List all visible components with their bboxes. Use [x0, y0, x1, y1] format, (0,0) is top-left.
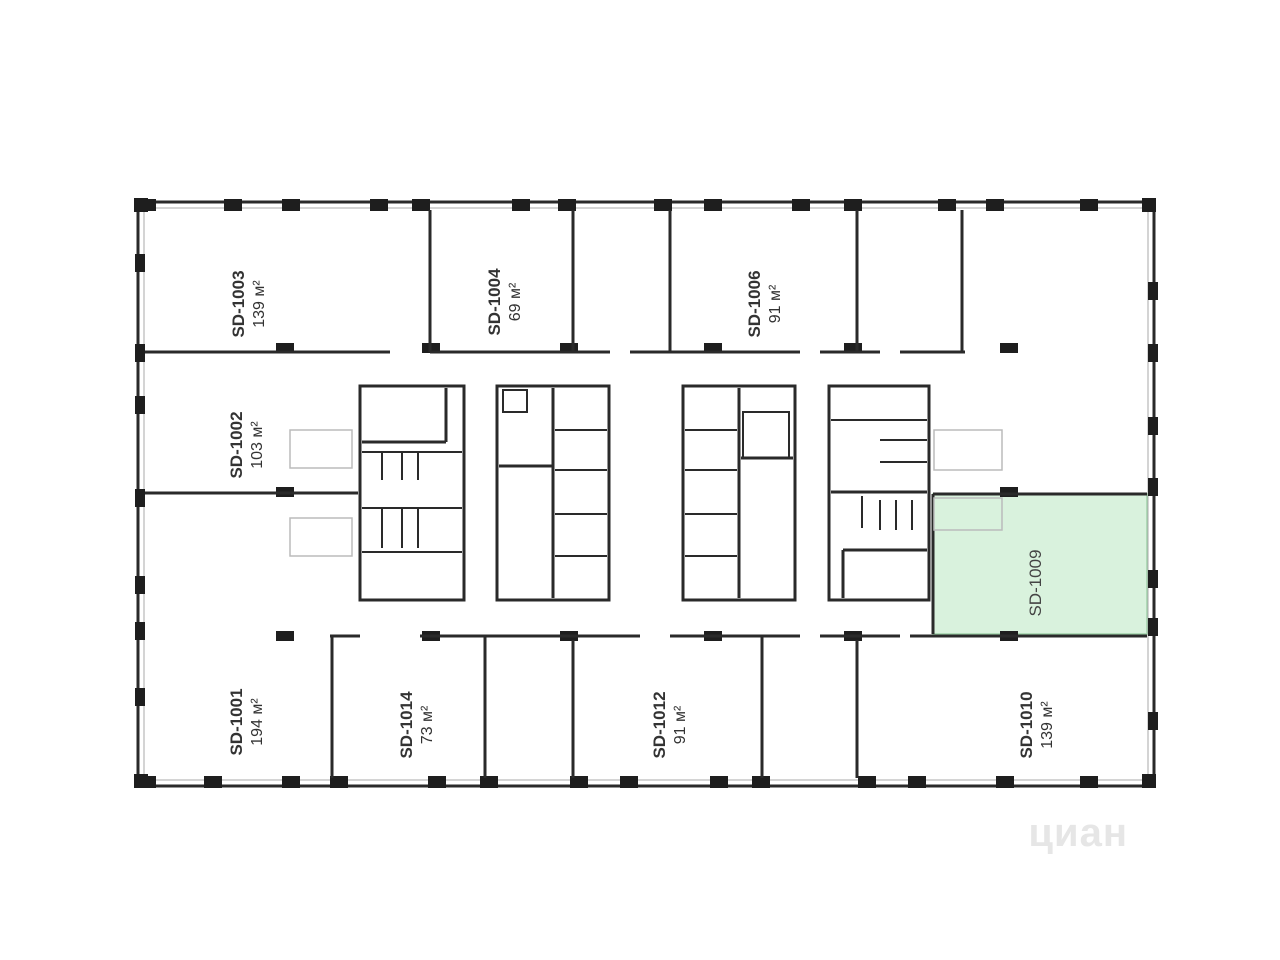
column — [276, 631, 294, 641]
unit-sd-1003[interactable]: SD-1003 139 м² — [229, 270, 268, 337]
column — [135, 688, 145, 706]
column — [844, 199, 862, 211]
column — [1148, 282, 1158, 300]
column — [996, 776, 1014, 788]
column — [558, 199, 576, 211]
column — [135, 396, 145, 414]
unit-sd-1009[interactable]: SD-1009 — [1026, 549, 1045, 616]
column — [134, 774, 148, 788]
column — [512, 199, 530, 211]
unit-code: SD-1006 — [745, 270, 764, 337]
column — [1148, 344, 1158, 362]
unit-code: SD-1003 — [229, 270, 248, 337]
unit-area: 103 м² — [249, 421, 266, 469]
column — [938, 199, 956, 211]
unit-sd-1002[interactable]: SD-1002 103 м² — [227, 411, 266, 478]
unit-code: SD-1002 — [227, 411, 246, 478]
column — [412, 199, 430, 211]
column — [370, 199, 388, 211]
column — [135, 489, 145, 507]
unit-sd-1014[interactable]: SD-1014 73 м² — [397, 691, 436, 759]
column — [710, 776, 728, 788]
unit-area: 91 м² — [767, 284, 784, 323]
column — [1148, 618, 1158, 636]
unit-sd-1004[interactable]: SD-1004 69 м² — [485, 268, 524, 336]
unit-area: 73 м² — [419, 705, 436, 744]
unit-area: 139 м² — [1039, 701, 1056, 749]
column — [844, 343, 862, 353]
column — [1148, 712, 1158, 730]
column — [134, 198, 148, 212]
unit-sd-1012[interactable]: SD-1012 91 м² — [650, 691, 689, 758]
column — [704, 343, 722, 353]
partition-walls — [145, 210, 1147, 778]
column — [752, 776, 770, 788]
column — [1148, 478, 1158, 496]
column — [1000, 487, 1018, 497]
unit-code: SD-1010 — [1017, 691, 1036, 758]
building-core — [358, 384, 931, 602]
column — [135, 344, 145, 362]
column — [276, 343, 294, 353]
unit-sd-1010[interactable]: SD-1010 139 м² — [1017, 691, 1056, 758]
watermark-logo: циан — [1028, 811, 1128, 855]
column — [1148, 417, 1158, 435]
unit-code: SD-1004 — [485, 268, 504, 336]
column — [135, 254, 145, 272]
column — [570, 776, 588, 788]
column — [1148, 570, 1158, 588]
column — [908, 776, 926, 788]
column — [1142, 774, 1156, 788]
column — [792, 199, 810, 211]
unit-area: 91 м² — [672, 705, 689, 744]
column — [654, 199, 672, 211]
column — [282, 776, 300, 788]
column — [1000, 343, 1018, 353]
column — [282, 199, 300, 211]
column — [560, 343, 578, 353]
column — [204, 776, 222, 788]
column — [1142, 198, 1156, 212]
unit-sd-1006[interactable]: SD-1006 91 м² — [745, 270, 784, 337]
unit-area: 194 м² — [249, 698, 266, 746]
unit-sd-1009-highlight[interactable] — [932, 493, 1148, 635]
fixtures — [289, 429, 1003, 557]
column — [330, 776, 348, 788]
column — [620, 776, 638, 788]
unit-code: SD-1014 — [397, 691, 416, 759]
unit-area: 139 м² — [251, 280, 268, 328]
column — [135, 622, 145, 640]
column — [480, 776, 498, 788]
column — [986, 199, 1004, 211]
unit-sd-1001[interactable]: SD-1001 194 м² — [227, 688, 266, 755]
unit-code: SD-1009 — [1026, 549, 1045, 616]
unit-labels: SD-1003 139 м² SD-1004 69 м² SD-1006 91 … — [227, 268, 1056, 759]
column — [858, 776, 876, 788]
column — [135, 576, 145, 594]
column — [1080, 776, 1098, 788]
unit-code: SD-1012 — [650, 691, 669, 758]
column — [704, 199, 722, 211]
column — [1080, 199, 1098, 211]
unit-area: 69 м² — [507, 282, 524, 321]
column — [224, 199, 242, 211]
column — [428, 776, 446, 788]
unit-code: SD-1001 — [227, 688, 246, 755]
